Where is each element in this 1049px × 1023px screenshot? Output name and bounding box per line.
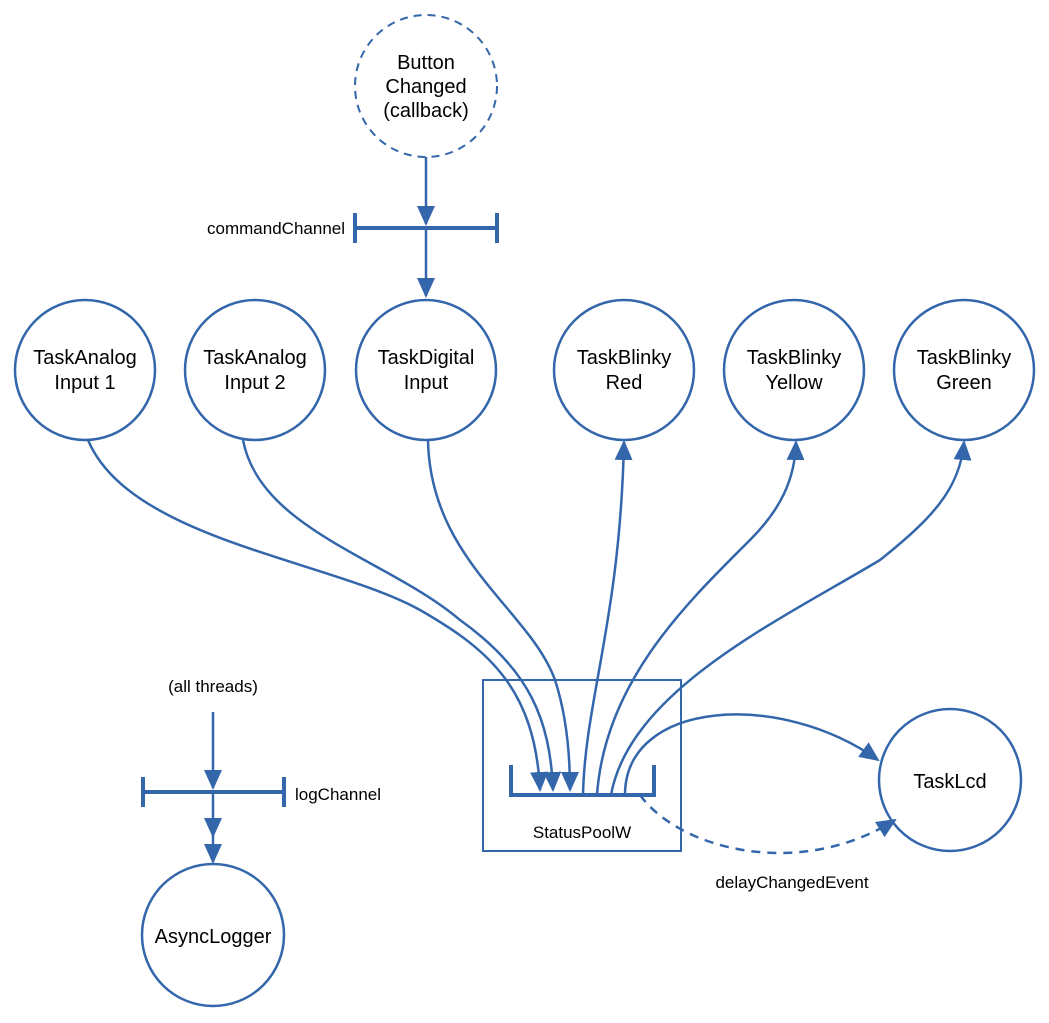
task-blinky-red-label-1: TaskBlinky [577, 347, 671, 369]
log-channel-label: logChannel [295, 785, 381, 804]
command-channel-label: commandChannel [207, 219, 345, 238]
task-blinky-red-circle [552, 298, 696, 442]
task-analog-input-2-circle [183, 298, 327, 442]
edge-status-pool-to-task-lcd [623, 713, 880, 796]
button-changed-label-3: (callback) [383, 100, 469, 122]
task-digital-input-circle [354, 298, 498, 442]
status-pool-box [482, 679, 682, 852]
edge-delay-changed-event [638, 794, 897, 855]
edge-status-pool-to-blinky-yellow [595, 440, 805, 796]
button-changed-label-2: Changed [385, 76, 466, 98]
task-blinky-yellow-label-2: Yellow [765, 372, 823, 394]
task-blinky-green-label-2: Green [936, 372, 992, 394]
edge-analog-2-to-status-pool [241, 439, 562, 792]
task-blinky-red-label-2: Red [606, 372, 643, 394]
task-analog-input-1-circle [13, 298, 157, 442]
task-analog-input-2-label-1: TaskAnalog [203, 347, 306, 369]
task-blinky-yellow-circle [722, 298, 866, 442]
button-changed-circle [354, 14, 498, 158]
status-pool-bar [509, 765, 656, 797]
task-analog-input-1-label-2: Input 1 [54, 372, 115, 394]
status-pool-label: StatusPoolW [533, 823, 631, 842]
command-channel-bar [353, 213, 499, 243]
all-threads-label: (all threads) [168, 677, 258, 696]
task-digital-input-label-1: TaskDigital [378, 347, 475, 369]
async-logger-circle [140, 862, 286, 1008]
task-digital-input-label-2: Input [404, 372, 449, 394]
task-lcd-label: TaskLcd [913, 771, 986, 793]
edge-analog-1-to-status-pool [86, 439, 549, 792]
node-button-changed [354, 14, 498, 158]
async-logger-label: AsyncLogger [155, 926, 272, 948]
edge-digital-input-to-status-pool [426, 439, 579, 792]
button-changed-label-1: Button [397, 52, 455, 74]
task-blinky-yellow-label-1: TaskBlinky [747, 347, 841, 369]
log-channel-bar [141, 777, 286, 807]
task-blinky-green-label-1: TaskBlinky [917, 347, 1011, 369]
task-analog-input-1-label-1: TaskAnalog [33, 347, 136, 369]
edge-status-pool-to-blinky-red [581, 440, 633, 796]
delay-changed-event-label: delayChangedEvent [715, 873, 868, 892]
task-analog-input-2-label-2: Input 2 [224, 372, 285, 394]
edge-status-pool-to-blinky-green [609, 440, 972, 796]
task-blinky-green-circle [892, 298, 1036, 442]
task-lcd-circle [877, 707, 1023, 853]
